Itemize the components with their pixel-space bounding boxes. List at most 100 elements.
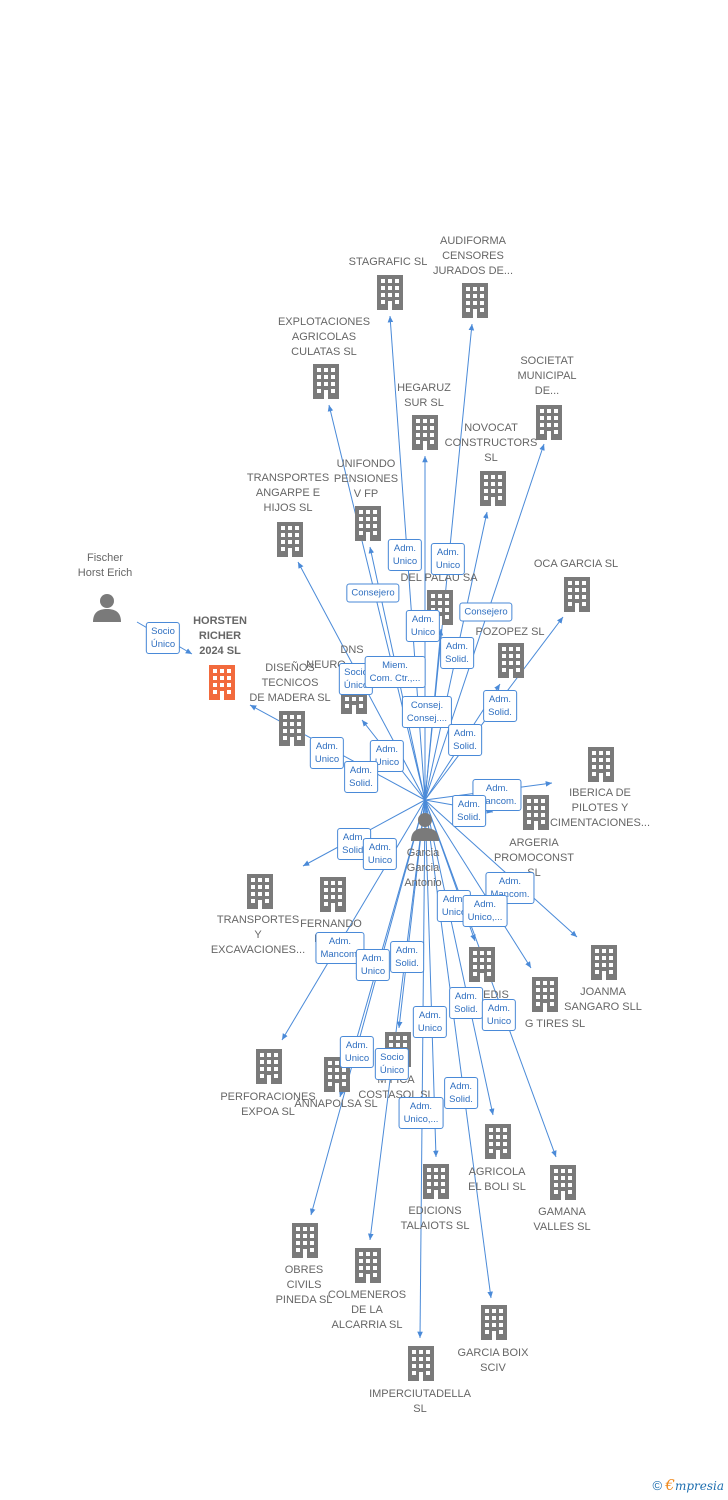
person-icon-fischer[interactable] [93, 594, 121, 622]
node-label-transportes_angarpe[interactable]: TRANSPORTES ANGARPE E HIJOS SL [246, 472, 330, 514]
copyright-icon: © [652, 1478, 663, 1493]
relation-badge-b_adm_unico_dots[interactable]: Adm. Unico,... [462, 895, 508, 927]
building-icon-edicions[interactable] [423, 1164, 449, 1199]
node-label-garcia[interactable]: Garcia Garcia Antonio [404, 847, 442, 889]
building-icon-edis[interactable] [469, 947, 495, 982]
node-label-transportes_exc[interactable]: TRANSPORTES Y EXCAVACIONES... [210, 914, 306, 956]
node-label-unifondo[interactable]: UNIFONDO PENSIONES V FP [333, 458, 399, 500]
brand-name: mpresia [674, 1479, 724, 1493]
relation-badge-b_socio_unico_1[interactable]: Socio Único [145, 622, 181, 654]
building-icon-obres[interactable] [292, 1223, 318, 1258]
node-label-explotaciones[interactable]: EXPLOTACIONES AGRICOLAS CULATAS SL [277, 316, 371, 358]
building-icon-colmeneros[interactable] [355, 1248, 381, 1283]
relation-badge-b_consejero_2[interactable]: Consejero [459, 602, 513, 622]
building-icon-audiforma[interactable] [462, 283, 488, 318]
node-label-fischer[interactable]: Fischer Horst Erich [77, 552, 133, 579]
node-label-imperciutadella[interactable]: IMPERCIUTADELLA SL [369, 1388, 471, 1415]
node-label-edis[interactable]: EDIS [483, 989, 509, 1001]
building-icon-societat[interactable] [536, 405, 562, 440]
edge-20 [281, 799, 426, 1041]
relation-badge-b_consejero_1[interactable]: Consejero [346, 583, 400, 603]
node-label-pozopez[interactable]: POZOPEZ SL [475, 626, 545, 638]
building-icon-fernando[interactable] [320, 877, 346, 912]
node-label-gtires[interactable]: G TIRES SL [524, 1018, 586, 1030]
node-label-argeria[interactable]: ARGERIA PROMOCONST SL [493, 837, 575, 879]
relation-badge-b_adm_unico_10[interactable]: Adm. Unico [412, 1006, 448, 1038]
node-label-audiforma[interactable]: AUDIFORMA CENSORES JURADOS DE... [432, 235, 514, 277]
node-label-iberica[interactable]: IBERICA DE PILOTES Y CIMENTACIONES... [549, 787, 651, 829]
relation-badge-b_adm_solid_9[interactable]: Adm. Solid. [444, 1077, 478, 1109]
node-label-diseno[interactable]: DISEÑOS TECNICOS DE MADERA SL [249, 662, 331, 704]
building-icon-ocagarcia[interactable] [564, 577, 590, 612]
node-label-perforaciones[interactable]: PERFORACIONES EXPOA SL [220, 1091, 316, 1118]
building-icon-explotaciones[interactable] [313, 364, 339, 399]
building-icon-hegaruz[interactable] [412, 415, 438, 450]
edge-28 [424, 799, 493, 1299]
building-icon-argeria[interactable] [523, 795, 549, 830]
node-label-joanma[interactable]: JOANMA SANGARO SLL [564, 986, 642, 1013]
building-icon-horsten[interactable] [209, 665, 235, 700]
relation-badge-b_adm_unico_3[interactable]: Adm. Unico [405, 610, 441, 642]
relation-badge-b_adm_solid_2[interactable]: Adm. Solid. [483, 690, 517, 722]
relation-badge-b_consej[interactable]: Consej. Consej.... [401, 696, 453, 728]
building-icon-joanma[interactable] [591, 945, 617, 980]
node-label-colmeneros[interactable]: COLMENEROS DE LA ALCARRIA SL [327, 1289, 407, 1331]
node-label-annapolsa[interactable]: ANNAPOLSA SL [294, 1098, 378, 1110]
node-label-novocat[interactable]: NOVOCAT CONSTRUCTORS SL [444, 422, 538, 464]
building-icon-transportes_exc[interactable] [247, 874, 273, 909]
building-icon-diseno[interactable] [279, 711, 305, 746]
building-icon-garciaboix[interactable] [481, 1305, 507, 1340]
building-icon-agricola[interactable] [485, 1124, 511, 1159]
building-icon-unifondo[interactable] [355, 506, 381, 541]
relation-badge-b_adm_solid_1[interactable]: Adm. Solid. [440, 637, 474, 669]
relation-badge-b_adm_solid_4[interactable]: Adm. Solid. [344, 761, 378, 793]
relation-badge-b_adm_unico_9[interactable]: Adm. Unico [481, 999, 517, 1031]
empresia-watermark: © €mpresia [652, 1476, 724, 1494]
building-icon-gtires[interactable] [532, 977, 558, 1012]
edge-18 [424, 799, 532, 969]
building-icon-perforaciones[interactable] [256, 1049, 282, 1084]
node-label-stagrafic[interactable]: STAGRAFIC SL [348, 256, 428, 268]
building-icon-gamana[interactable] [550, 1165, 576, 1200]
relation-badge-b_adm_solid_3[interactable]: Adm. Solid. [448, 724, 482, 756]
edge-23 [424, 799, 495, 1116]
relation-badge-b_socio_unico_3[interactable]: Socio Único [374, 1048, 410, 1080]
building-icon-novocat[interactable] [480, 471, 506, 506]
brand-initial: € [665, 1476, 675, 1494]
relation-badge-b_adm_unico_11[interactable]: Adm. Unico [339, 1036, 375, 1068]
building-icon-transportes_angarpe[interactable] [277, 522, 303, 557]
relation-badge-b_adm_unico_8[interactable]: Adm. Unico [355, 949, 391, 981]
relation-badge-b_adm_solid_7[interactable]: Adm. Solid. [390, 941, 424, 973]
node-label-societat[interactable]: SOCIETAT MUNICIPAL DE... [517, 355, 577, 397]
node-label-neuro[interactable]: NEURO [306, 659, 346, 671]
node-label-gamana[interactable]: GAMANA VALLES SL [533, 1206, 591, 1233]
edge-3 [327, 404, 426, 801]
node-label-hegaruz[interactable]: HEGARUZ SUR SL [397, 382, 451, 409]
relation-badge-b_adm_unico_dots_2[interactable]: Adm. Unico,... [398, 1097, 444, 1129]
relation-badge-b_adm_unico_2[interactable]: Adm. Unico [430, 543, 466, 575]
building-icon-stagrafic[interactable] [377, 275, 403, 310]
node-label-ocagarcia[interactable]: OCA GARCIA SL [533, 558, 619, 570]
node-label-horsten[interactable]: HORSTEN RICHER 2024 SL [193, 615, 247, 657]
relation-badge-b_adm_unico_1[interactable]: Adm. Unico [387, 539, 423, 571]
edge-29 [417, 799, 426, 1339]
relation-badge-b_miem[interactable]: Miem. Com. Ctr.,... [364, 656, 426, 688]
node-label-edicions[interactable]: EDICIONS TALAIOTS SL [400, 1205, 470, 1232]
relation-badge-b_adm_solid_5[interactable]: Adm. Solid. [452, 795, 486, 827]
node-label-obres[interactable]: OBRES CIVILS PINEDA SL [275, 1264, 333, 1306]
building-icon-imperciutadella[interactable] [408, 1346, 434, 1381]
edge-27 [368, 799, 426, 1241]
edge-17 [424, 799, 578, 938]
node-label-agricola[interactable]: AGRICOLA EL BOLI SL [468, 1166, 526, 1193]
building-icon-pozopez[interactable] [498, 643, 524, 678]
relation-badge-b_adm_unico_6[interactable]: Adm. Unico [362, 838, 398, 870]
node-label-dns[interactable]: DNS [340, 644, 364, 656]
edge-4 [424, 443, 545, 801]
edge-26 [309, 799, 426, 1216]
relation-badge-b_adm_solid_8[interactable]: Adm. Solid. [449, 987, 483, 1019]
node-label-garciaboix[interactable]: GARCIA BOIX SCIV [457, 1347, 529, 1374]
node-label-delpalau[interactable]: DEL PALAU SA [400, 572, 478, 584]
relation-badge-b_adm_unico_4[interactable]: Adm. Unico [309, 737, 345, 769]
building-icon-iberica[interactable] [588, 747, 614, 782]
